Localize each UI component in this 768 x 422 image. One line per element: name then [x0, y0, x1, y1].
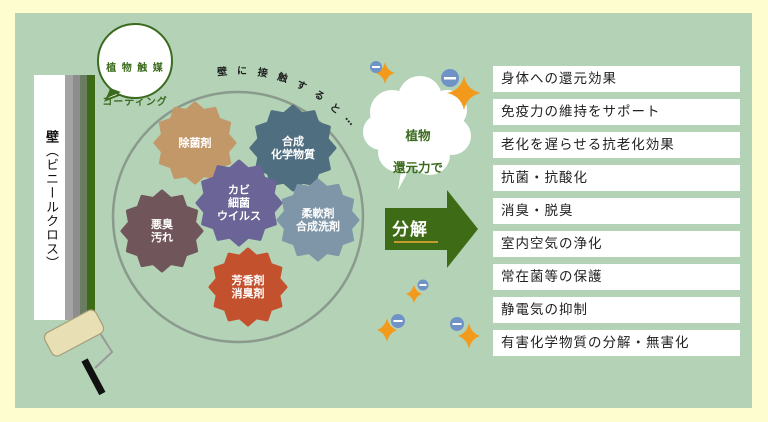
effect-item: 常在菌等の保護 — [493, 264, 740, 290]
effect-item: 身体への還元効果 — [493, 66, 740, 92]
sparkle-icon — [375, 62, 395, 84]
cloud-line2: 還元力で — [392, 160, 443, 175]
arc-title-char: 壁 — [216, 66, 228, 79]
wall-label: 壁（ビニールクロス） — [38, 130, 62, 270]
minus-electron-icon — [370, 61, 382, 73]
effect-item: 老化を遅らせる抗老化効果 — [493, 132, 740, 158]
wall-label-main: 壁 — [43, 130, 58, 144]
wall-layer-coating-green — [87, 75, 95, 320]
sparkle-icon — [377, 318, 397, 342]
effect-item: 静電気の抑制 — [493, 297, 740, 323]
wall-vinyl-cloth — [34, 75, 65, 320]
wall-layer-light-gray — [65, 75, 73, 320]
contact-circle — [111, 90, 365, 344]
sparkle-icon — [458, 323, 480, 349]
coating-bubble — [97, 23, 173, 102]
sparkle-icon — [447, 76, 481, 110]
gear-label: カビ 細菌 ウイルス — [217, 183, 261, 223]
paint-roller-icon — [43, 309, 114, 396]
gear-label: 芳香剤 消臭剤 — [231, 274, 265, 300]
gear-label: 柔軟剤 合成洗剤 — [296, 207, 340, 233]
effect-item: 室内空気の浄化 — [493, 231, 740, 257]
wall-layer-gray — [73, 75, 80, 320]
wall-layer-dark — [80, 75, 87, 320]
coating-bubble-text: 植 物 触 媒 コーティング — [102, 43, 168, 128]
gear-softener-detergent — [276, 178, 360, 262]
effect-item: 抗菌・抗酸化 — [493, 165, 740, 191]
coating-line1: 植 物 触 媒 — [106, 63, 164, 74]
gear-fragrance-deodorant — [208, 247, 288, 327]
minus-electron-icon — [417, 279, 429, 291]
cloud-bubble — [363, 76, 471, 190]
minus-electron-icon — [450, 317, 464, 331]
sparkle-icons — [375, 62, 481, 349]
coating-line2: コーティング — [102, 97, 168, 108]
cloud-bubble-text: 植物 還元力で — [380, 112, 456, 192]
decompose-arrow — [385, 190, 478, 268]
arc-title-char: に — [236, 65, 248, 78]
minus-electron-icon — [391, 314, 405, 328]
gear-sterilizer — [153, 101, 237, 185]
gear-shapes — [120, 101, 360, 327]
gear-label: 合成 化学物質 — [271, 135, 315, 161]
electron-icons — [370, 61, 464, 331]
minus-electron-icon — [441, 69, 459, 87]
gear-odor-dirt — [120, 189, 204, 273]
effect-item: 有害化学物質の分解・無害化 — [493, 330, 740, 356]
gear-label: 除菌剤 — [178, 136, 212, 150]
effect-item: 免疫力の維持をサポート — [493, 99, 740, 125]
wall-label-sub: （ビニールクロス） — [43, 144, 58, 270]
sparkle-icon — [406, 285, 422, 303]
effect-item: 消臭・脱臭 — [493, 198, 740, 224]
decompose-underline — [394, 241, 438, 243]
gear-mold-bacteria-virus — [195, 159, 283, 247]
cloud-line1: 植物 — [405, 128, 431, 143]
decompose-label: 分解 — [392, 220, 428, 240]
gear-synthetic-chemicals — [249, 104, 337, 192]
gear-label: 悪臭 汚れ — [151, 218, 173, 244]
